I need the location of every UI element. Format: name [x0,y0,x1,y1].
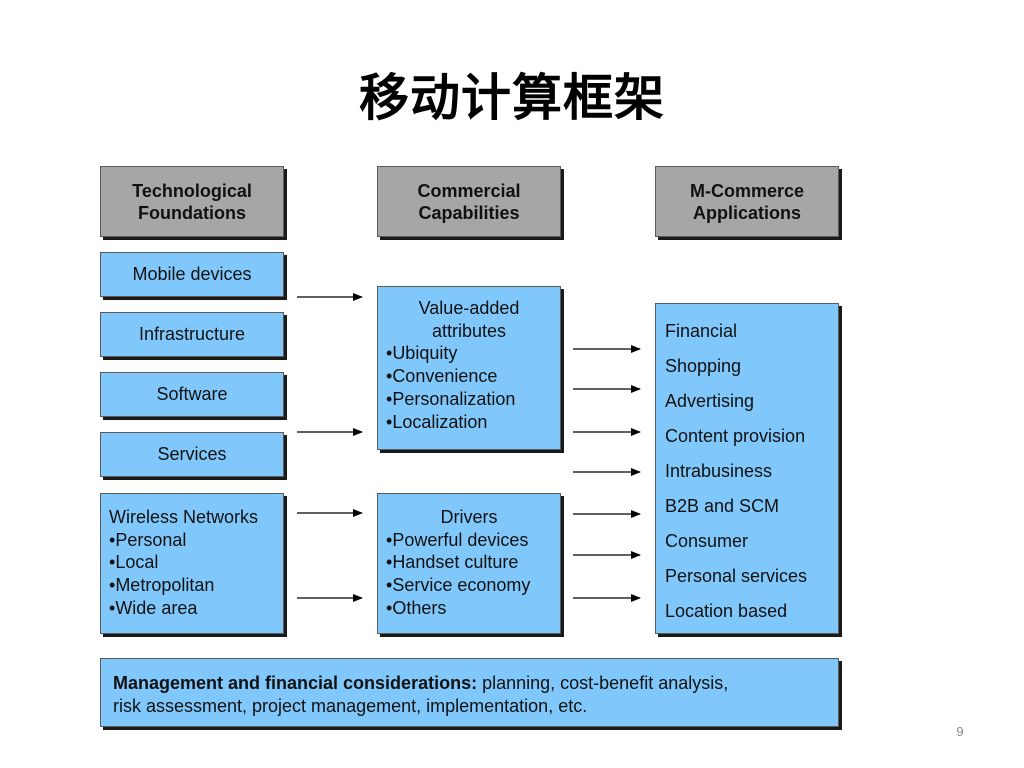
application-item: Consumer [665,531,749,551]
drivers-item: Handset culture [386,551,552,574]
tech-item-label: Mobile devices [132,264,252,284]
application-item: Shopping [665,356,742,376]
application-item: Intrabusiness [665,461,773,481]
tech-item-mobile-devices: Mobile devices [100,252,284,297]
value-added-item: Localization [386,411,552,434]
value-added-item: Ubiquity [386,342,552,365]
value-added-item: Personalization [386,388,552,411]
applications-box: Financial Shopping Advertising Content p… [655,303,839,634]
header-line: Foundations [138,202,246,223]
wireless-item: Wide area [109,597,275,620]
value-added-attributes-box: Value-added attributes Ubiquity Convenie… [377,286,561,450]
drivers-box: Drivers Powerful devices Handset culture… [377,493,561,634]
wireless-networks-box: Wireless Networks Personal Local Metropo… [100,493,284,634]
application-item: Advertising [665,391,755,411]
header-line: Technological [132,180,252,201]
wireless-heading: Wireless Networks [109,507,259,527]
header-line: Commercial [417,180,521,201]
value-added-heading-line: Value-added [418,298,520,318]
drivers-item: Service economy [386,574,552,597]
management-text: planning, cost-benefit analysis, [477,673,729,693]
application-item: Financial [665,321,738,341]
header-line: Capabilities [418,202,520,223]
application-item: Content provision [665,426,806,446]
header-line: M-Commerce [689,180,805,201]
tech-item-label: Software [156,384,228,404]
drivers-item: Powerful devices [386,529,552,552]
page-title: 移动计算框架 [359,69,665,127]
header-line: Applications [692,202,801,223]
management-text-line2: risk assessment, project management, imp… [113,695,588,716]
wireless-item: Local [109,551,275,574]
value-added-heading-line: attributes [431,320,507,341]
application-item: B2B and SCM [665,496,780,516]
tech-item-label: Infrastructure [138,324,246,344]
tech-item-label: Services [157,444,227,464]
wireless-item: Personal [109,529,275,552]
tech-item-software: Software [100,372,284,417]
tech-item-infrastructure: Infrastructure [100,312,284,357]
tech-item-services: Services [100,432,284,477]
management-bold-label: Management and financial considerations: [113,673,478,693]
drivers-item: Others [386,597,552,620]
drivers-heading: Drivers [440,507,498,527]
management-considerations-box: Management and financial considerations:… [100,658,839,727]
application-item: Personal services [665,566,808,586]
application-item: Location based [665,601,788,621]
page-number: 9 [956,724,964,739]
value-added-item: Convenience [386,365,552,388]
wireless-item: Metropolitan [109,574,275,597]
